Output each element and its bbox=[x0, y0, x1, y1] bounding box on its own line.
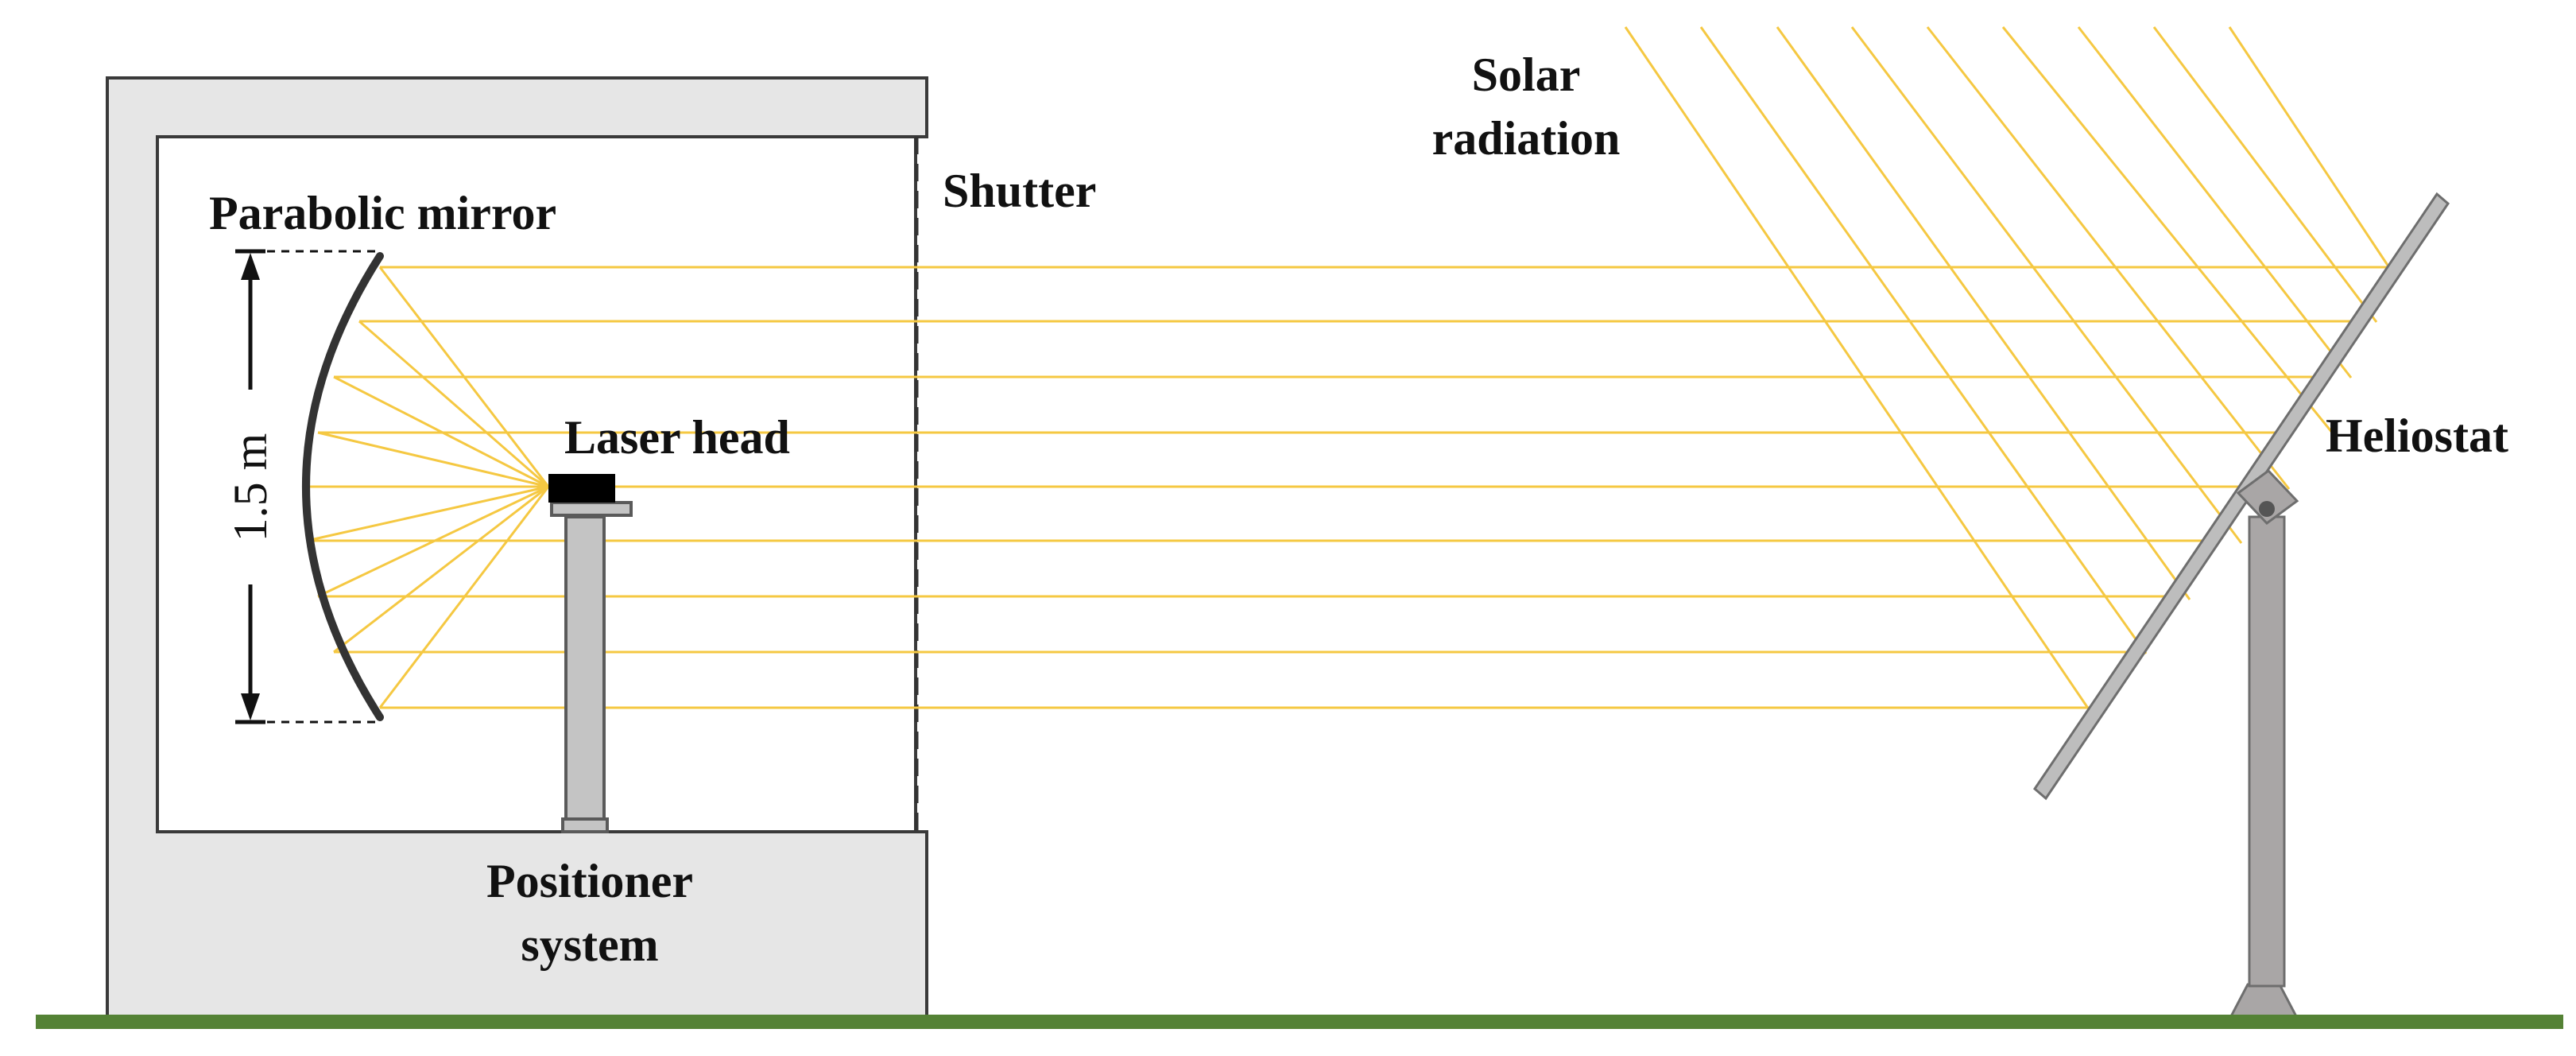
horizontal-beam bbox=[307, 266, 2388, 709]
focus-ray bbox=[358, 320, 549, 488]
dimension-indicator bbox=[235, 249, 375, 724]
positioner-system-label: Positioner system bbox=[431, 849, 749, 976]
focused-rays bbox=[306, 266, 550, 709]
solar-radiation-rays bbox=[1624, 26, 2390, 710]
solar-ray bbox=[1776, 26, 2191, 600]
positioner-system bbox=[548, 474, 633, 833]
solar-ray bbox=[1850, 26, 2243, 544]
dimension-arrowhead-top bbox=[241, 253, 260, 280]
solar-ray bbox=[2077, 26, 2353, 379]
focus-ray bbox=[317, 485, 549, 598]
solar-ray bbox=[2228, 26, 2390, 267]
solar-radiation-label-line1: Solar bbox=[1471, 49, 1581, 101]
focus-ray bbox=[317, 431, 549, 488]
focus-ray bbox=[378, 486, 550, 709]
heliostat-base bbox=[2228, 983, 2299, 1019]
laser-head-label: Laser head bbox=[564, 411, 790, 464]
focus-ray bbox=[333, 485, 549, 654]
solar-ray bbox=[2152, 26, 2378, 323]
parabolic-mirror bbox=[302, 252, 384, 721]
positioner-foot bbox=[561, 817, 609, 833]
positioner-label-line2: system bbox=[521, 918, 659, 971]
dimension-label: 1.5 m bbox=[224, 433, 277, 542]
heliostat-pole bbox=[2248, 515, 2286, 988]
focus-ray bbox=[306, 485, 549, 542]
parabolic-mirror-label: Parabolic mirror bbox=[209, 187, 557, 239]
shutter-label: Shutter bbox=[943, 165, 1097, 217]
focus-ray bbox=[333, 375, 549, 488]
positioner-label-line1: Positioner bbox=[486, 855, 693, 907]
positioner-column bbox=[564, 515, 606, 825]
solar-ray bbox=[1926, 26, 2291, 490]
focus-ray bbox=[378, 266, 550, 487]
heliostat-label: Heliostat bbox=[2326, 410, 2508, 462]
solar-ray bbox=[2001, 26, 2334, 434]
dimension-arrowhead-bottom bbox=[241, 693, 260, 720]
solar-ray bbox=[1699, 26, 2148, 654]
solar-radiation-label: Solar radiation bbox=[1391, 43, 1661, 170]
solar-ray bbox=[1624, 26, 2090, 710]
laser-head bbox=[548, 474, 615, 503]
positioner-plate bbox=[550, 501, 633, 517]
heliostat bbox=[2033, 192, 2450, 1019]
solar-radiation-label-line2: radiation bbox=[1431, 112, 1621, 165]
heliostat-pivot-bracket bbox=[2236, 469, 2299, 525]
ground bbox=[36, 1015, 2563, 1029]
heliostat-pivot bbox=[2259, 501, 2275, 517]
